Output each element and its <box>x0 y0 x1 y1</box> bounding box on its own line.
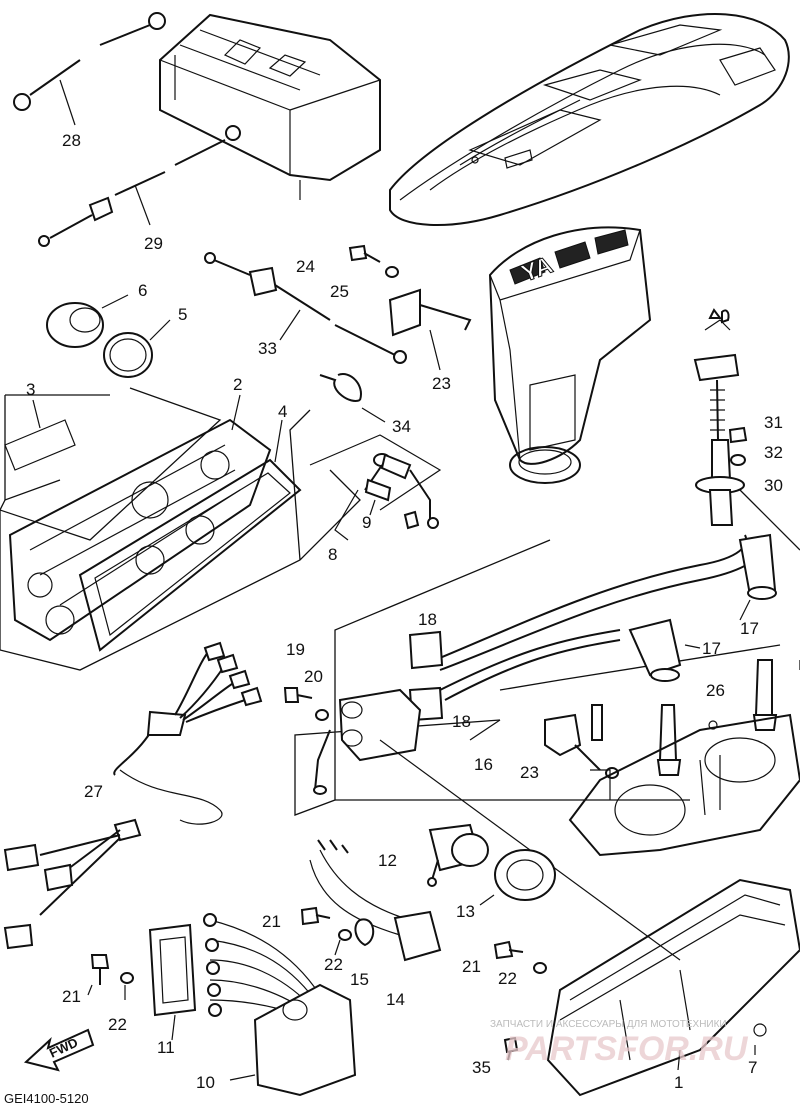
bracket-23-upper <box>388 288 472 371</box>
callout-25: 25 <box>330 282 349 301</box>
battery-cable-29 <box>38 125 241 247</box>
callout-35: 35 <box>472 1058 491 1077</box>
watermark-subtitle: ЗАПЧАСТИ И АКСЕССУАРЫ ДЛЯ МОТОТЕХНИКИ <box>490 1019 727 1030</box>
gasket-4 <box>78 419 302 652</box>
callout-22-right: 22 <box>498 969 517 988</box>
callout-12: 12 <box>378 851 397 870</box>
callout-4: 4 <box>278 402 287 421</box>
fuse-holder-8-9 <box>309 434 442 541</box>
plug-cap-17 <box>628 533 777 682</box>
bolt-24 <box>348 244 381 263</box>
callout-22-left: 22 <box>108 1015 127 1034</box>
callout-6: 6 <box>138 281 147 300</box>
bolt-21-left <box>87 954 134 1000</box>
callout-11: 11 <box>157 1038 175 1057</box>
cover-2 <box>8 394 272 642</box>
cap-6 <box>46 294 129 348</box>
callout-18-upper: 18 <box>418 610 437 629</box>
rectifier-11 <box>148 923 197 1041</box>
callout-21-right: 21 <box>462 957 481 976</box>
callout-5: 5 <box>178 305 187 324</box>
cover-13 <box>479 849 556 906</box>
callout-32: 32 <box>764 443 783 462</box>
screw-35 <box>503 1036 519 1061</box>
battery-cable-28 <box>13 12 166 126</box>
bolt-21-right <box>493 940 547 974</box>
ring-5 <box>103 319 171 378</box>
callout-20: 20 <box>304 667 323 686</box>
sensor-30-31-32 <box>693 308 800 670</box>
callout-21-left: 21 <box>62 987 81 1006</box>
cylinder-head-illustration <box>568 713 800 857</box>
callout-7: 7 <box>748 1058 757 1077</box>
bracket-23-lower <box>544 704 619 779</box>
ignition-coil <box>313 688 681 961</box>
callout-21-center: 21 <box>262 912 281 931</box>
bolt-21-center <box>300 906 352 956</box>
callout-29: 29 <box>144 234 163 253</box>
callout-23-upper: 23 <box>432 374 451 393</box>
battery-case-illustration <box>159 13 381 200</box>
callout-28: 28 <box>62 131 81 150</box>
callout-2: 2 <box>233 375 242 394</box>
callout-22-center: 22 <box>324 955 343 974</box>
callout-14: 14 <box>386 990 405 1009</box>
callout-30: 30 <box>764 476 783 495</box>
fwd-arrow: FWD <box>23 1028 95 1072</box>
callout-27: 27 <box>84 782 103 801</box>
control-unit-14 <box>309 839 442 962</box>
drawing-code: GEI4100-5120 <box>4 1091 89 1106</box>
callout-17-right: 17 <box>740 619 759 638</box>
callout-34: 34 <box>392 417 411 436</box>
wire-harness-27 <box>3 641 263 950</box>
callout-18-lower: 18 <box>452 712 471 731</box>
callout-3: 3 <box>26 380 35 399</box>
hull-seat-illustration <box>389 13 790 226</box>
callout-19: 19 <box>286 640 305 659</box>
hood-lettering: YA <box>518 252 556 288</box>
callout-9: 9 <box>362 513 371 532</box>
watermark-logo: PARTSFOR.RU <box>505 1030 749 1068</box>
air-box-hood-illustration <box>488 226 652 484</box>
wire-bundle <box>203 913 321 1017</box>
callout-24: 24 <box>296 257 315 276</box>
clamp-34 <box>319 373 386 423</box>
callout-8: 8 <box>328 545 337 564</box>
callout-1: 1 <box>674 1073 683 1092</box>
electrical-box-1 <box>546 878 800 1097</box>
left-assembly-box <box>0 387 361 671</box>
callout-labels: 28 29 6 5 24 25 33 23 34 3 2 4 9 8 31 32… <box>26 131 783 1092</box>
callout-33: 33 <box>258 339 277 358</box>
callout-23-lower: 23 <box>520 763 539 782</box>
callout-13: 13 <box>456 902 475 921</box>
plate-3 <box>4 399 76 471</box>
callout-26: 26 <box>706 681 725 700</box>
relay-12 <box>427 823 489 887</box>
callout-15: 15 <box>350 970 369 989</box>
cover-10 <box>229 983 357 1097</box>
callout-31: 31 <box>764 413 783 432</box>
bolt-19 <box>283 687 313 703</box>
washer-25 <box>385 266 399 278</box>
washer-20 <box>315 709 329 721</box>
callout-17-center: 17 <box>702 639 721 658</box>
callout-10: 10 <box>196 1073 215 1092</box>
wire-lead-33 <box>204 252 407 364</box>
spark-plug-26 <box>656 659 778 776</box>
callout-16: 16 <box>474 755 493 774</box>
